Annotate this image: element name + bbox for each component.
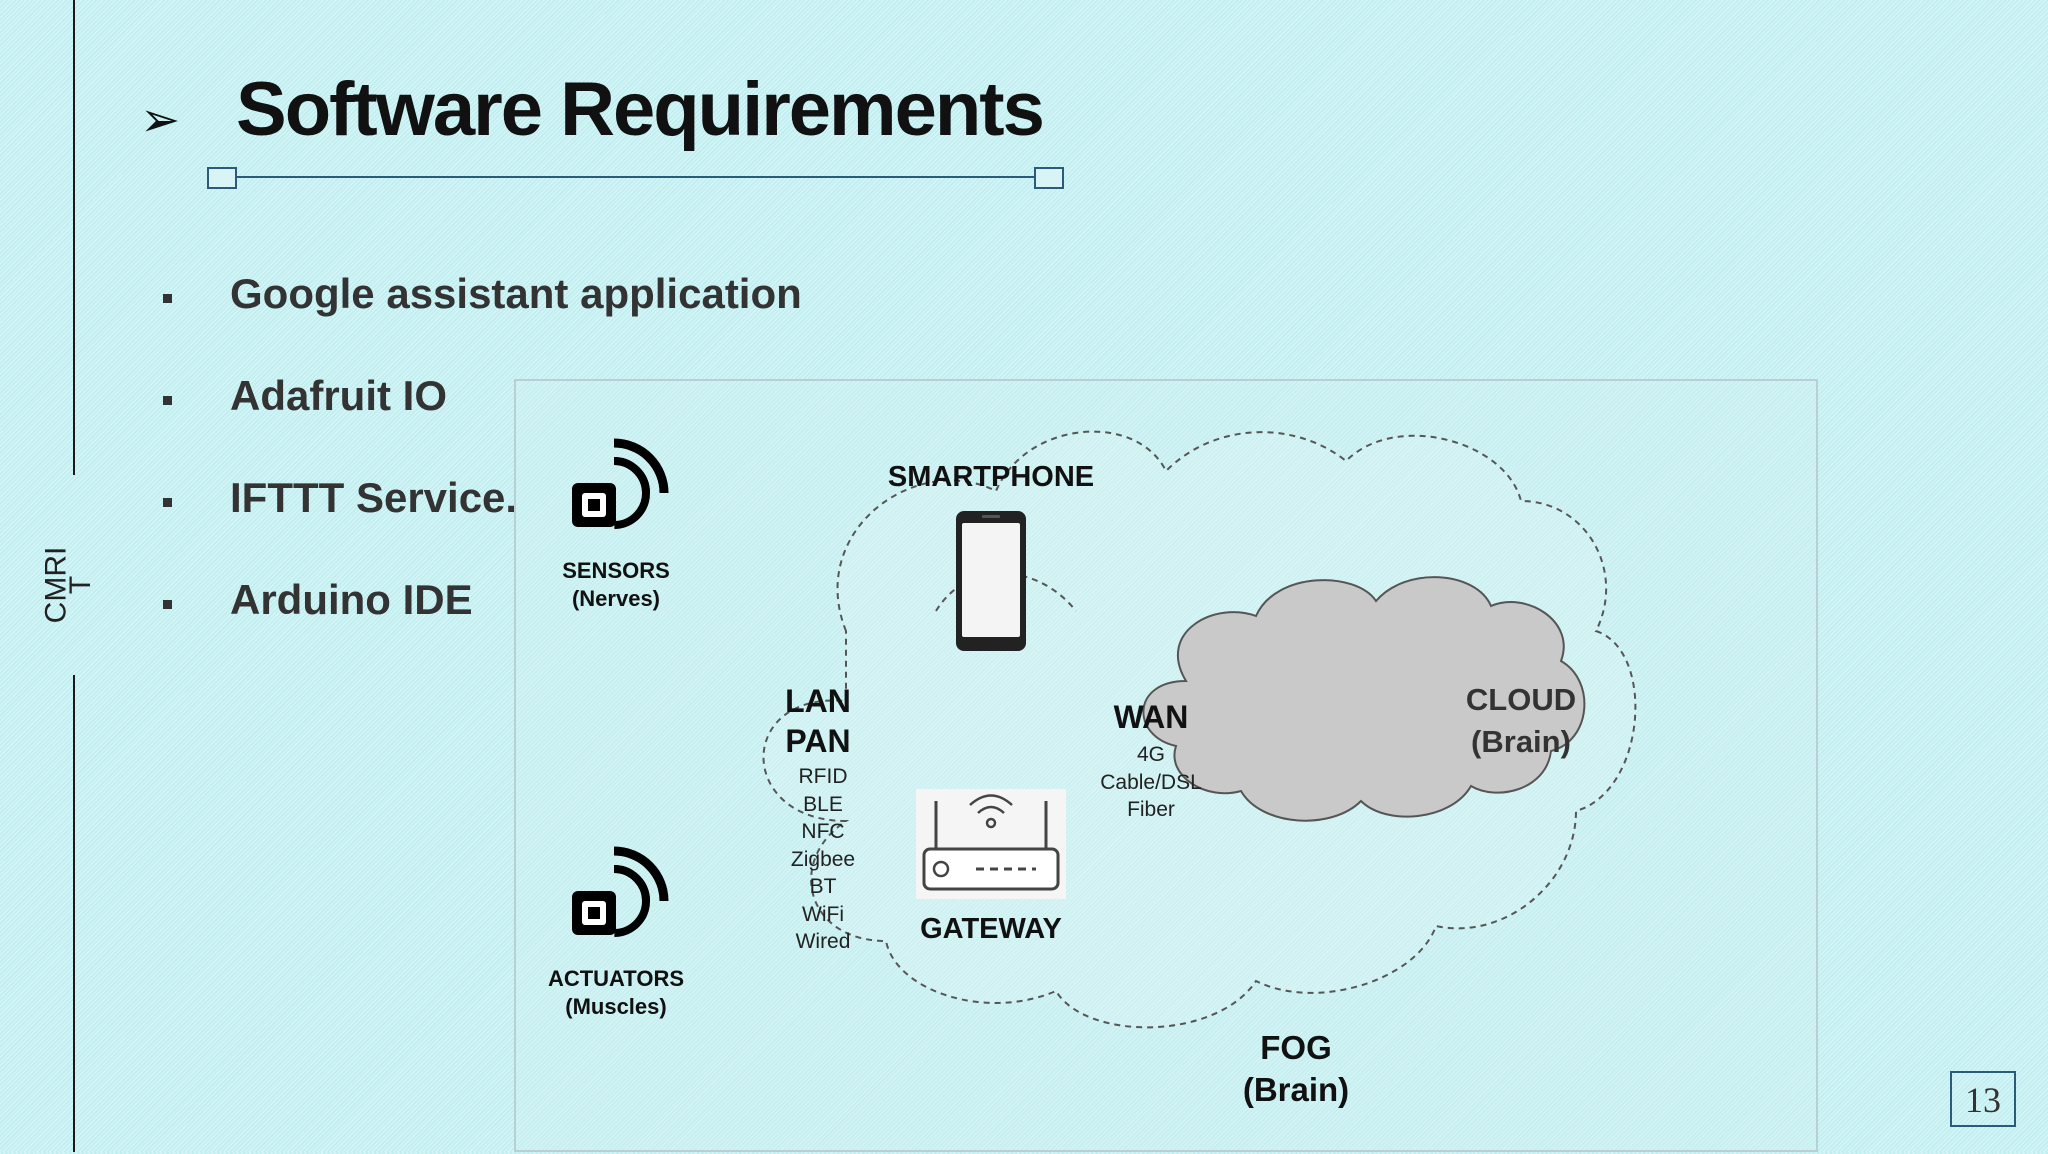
gateway-label: GATEWAY xyxy=(920,913,1062,945)
bullet-marker xyxy=(163,396,172,405)
smartphone-icon xyxy=(956,511,1026,651)
cloud-name: CLOUD xyxy=(1465,682,1577,717)
bullet-ifttt: IFTTT Service. xyxy=(230,474,518,521)
actuators-icon xyxy=(572,846,669,937)
side-label-line2: T xyxy=(64,575,98,595)
bullet-arduino-ide: Arduino IDE xyxy=(230,576,473,623)
left-rule-top xyxy=(73,0,75,475)
bullet-marker xyxy=(163,498,172,507)
fog-sub: (Brain) xyxy=(1242,1071,1350,1108)
wan-item: 4G xyxy=(1136,743,1165,766)
lan-tech-item: NFC xyxy=(801,820,845,843)
lan-tech-item: BT xyxy=(809,875,837,898)
lan-tech-item: Wired xyxy=(795,930,851,953)
bullet-adafruit-io: Adafruit IO xyxy=(230,372,447,419)
lan-tech-list: RFID BLE NFC Zigbee BT WiFi Wired xyxy=(778,763,868,956)
lan-label: LAN xyxy=(785,683,851,719)
bullet-google-assistant: Google assistant application xyxy=(230,270,802,317)
diagram-graphics xyxy=(572,430,1637,1029)
lan-tech-item: Zigbee xyxy=(790,847,856,871)
pan-label: PAN xyxy=(785,723,851,759)
iot-diagram: SENSORS (Nerves) ACTUATORS (Muscles) SMA… xyxy=(514,379,1818,1152)
gateway-icon xyxy=(916,789,1066,899)
sensors-sub: (Nerves) xyxy=(571,586,661,611)
bullet-marker xyxy=(163,294,172,303)
smartphone-label: SMARTPHONE xyxy=(887,461,1095,493)
sensors-label: SENSORS (Nerves) xyxy=(546,557,686,613)
cloud-shape xyxy=(1142,576,1586,822)
wan-item: Cable/DSL xyxy=(1100,770,1202,794)
page-number: 13 xyxy=(1950,1071,2016,1127)
side-label: CMRI T xyxy=(30,540,110,630)
fog-name: FOG xyxy=(1260,1029,1332,1066)
sensors-name: SENSORS xyxy=(562,558,670,583)
page-title: Software Requirements xyxy=(236,67,1045,152)
lan-tech-item: BLE xyxy=(803,792,843,816)
left-rule-bottom xyxy=(73,675,75,1152)
actuators-name: ACTUATORS xyxy=(547,966,685,991)
actuators-sub: (Muscles) xyxy=(565,994,667,1019)
title-underline xyxy=(220,176,1036,178)
fog-label: FOG (Brain) xyxy=(1196,1027,1396,1111)
lan-tech-item: WiFi xyxy=(802,902,844,926)
underline-handle-right[interactable] xyxy=(1034,167,1064,189)
bullet-marker xyxy=(163,600,172,609)
cloud-sub: (Brain) xyxy=(1471,724,1571,759)
wan-title: WAN xyxy=(1113,699,1189,735)
wan-item: Fiber xyxy=(1127,798,1175,821)
title-arrow-icon: ➢ xyxy=(140,94,181,147)
actuators-label: ACTUATORS (Muscles) xyxy=(526,965,706,1021)
lan-tech-item: RFID xyxy=(798,765,848,788)
wan-list: 4G Cable/DSL Fiber xyxy=(1066,741,1236,824)
sensors-icon xyxy=(572,438,669,529)
cloud-label: CLOUD (Brain) xyxy=(1421,679,1621,763)
underline-handle-left[interactable] xyxy=(207,167,237,189)
